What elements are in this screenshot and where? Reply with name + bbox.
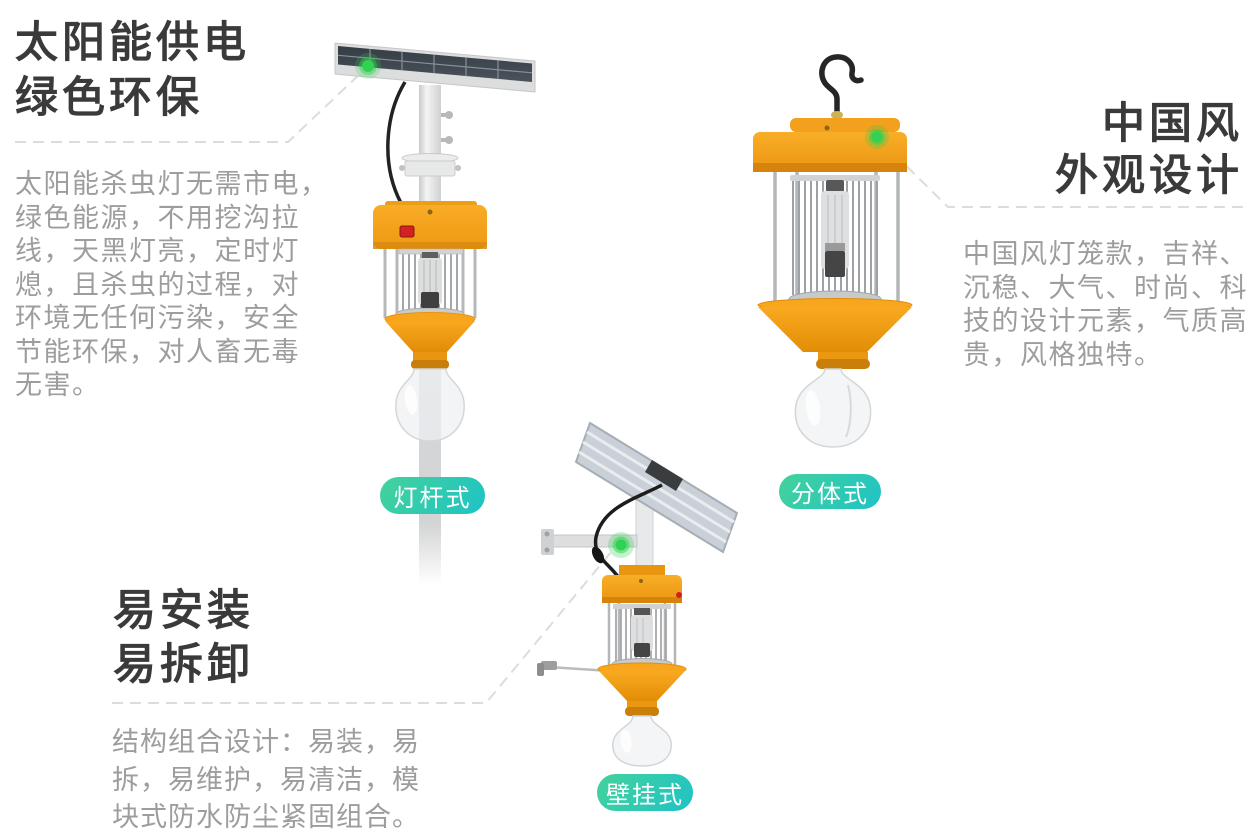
lamp-head [373,201,487,249]
lamp-pole-type-illustration [334,42,536,585]
heading-line: 中国风 [1102,100,1243,148]
connector-line-easy-install [112,550,613,704]
cable-joint [591,546,605,564]
collection-bulb [794,368,872,448]
feature-solar-heading: 太阳能供电 绿色环保 [15,16,250,126]
heading-line: 太阳能供电 [15,19,250,67]
heading-line: 绿色环保 [15,74,203,122]
collection-bulb [395,368,465,442]
type-label-wall: 壁挂式 [597,774,693,811]
lamp-head [602,565,682,603]
heading-line: 易拆卸 [113,641,254,689]
indicator-led [355,53,381,79]
power-switch [399,225,415,238]
lamp-split-type-illustration [753,54,913,448]
feature-easy-install-body: 结构组合设计：易装，易 拆，易维护，易清洁，模 块式防水防尘紧固组合。 [112,727,420,832]
type-label-split: 分体式 [779,474,881,509]
hook-hinge [831,111,843,119]
funnel [757,298,913,369]
funnel [384,312,476,369]
feature-easy-install-heading: 易安装 易拆卸 [113,584,254,692]
cable-connector-box [645,460,683,491]
solar-panel [334,42,536,93]
heading-line: 易安装 [113,587,254,635]
connector-line-chinese-style [880,140,1243,208]
collection-bulb [612,715,672,767]
hanging-hook [819,54,864,119]
indicator-led [608,532,634,558]
heading-line: 外观设计 [1055,152,1243,200]
uv-tube [821,180,849,277]
lamp-wall-type-illustration [537,421,739,767]
pole-bracket [399,111,461,177]
lamp-head [753,118,907,172]
connector-line-solar [15,71,363,143]
feature-chinese-style-heading: 中国风 外观设计 [930,98,1243,202]
uv-tube [418,252,442,308]
power-switch [676,592,682,598]
indicator-led [865,125,889,149]
uv-tube [631,608,653,657]
funnel [597,662,687,716]
type-label-pole: 灯杆式 [380,477,485,514]
feature-chinese-style-body: 中国风灯笼款，吉祥、 沉稳、大气、时尚、科 技的设计元素，气质高 贵，风格独特。 [963,239,1248,370]
feature-solar-body: 太阳能杀虫灯无需市电， 绿色能源，不用挖沟拉 线，天黑灯亮，定时灯 熄，且杀虫的… [15,169,329,400]
power-cable [386,81,407,204]
